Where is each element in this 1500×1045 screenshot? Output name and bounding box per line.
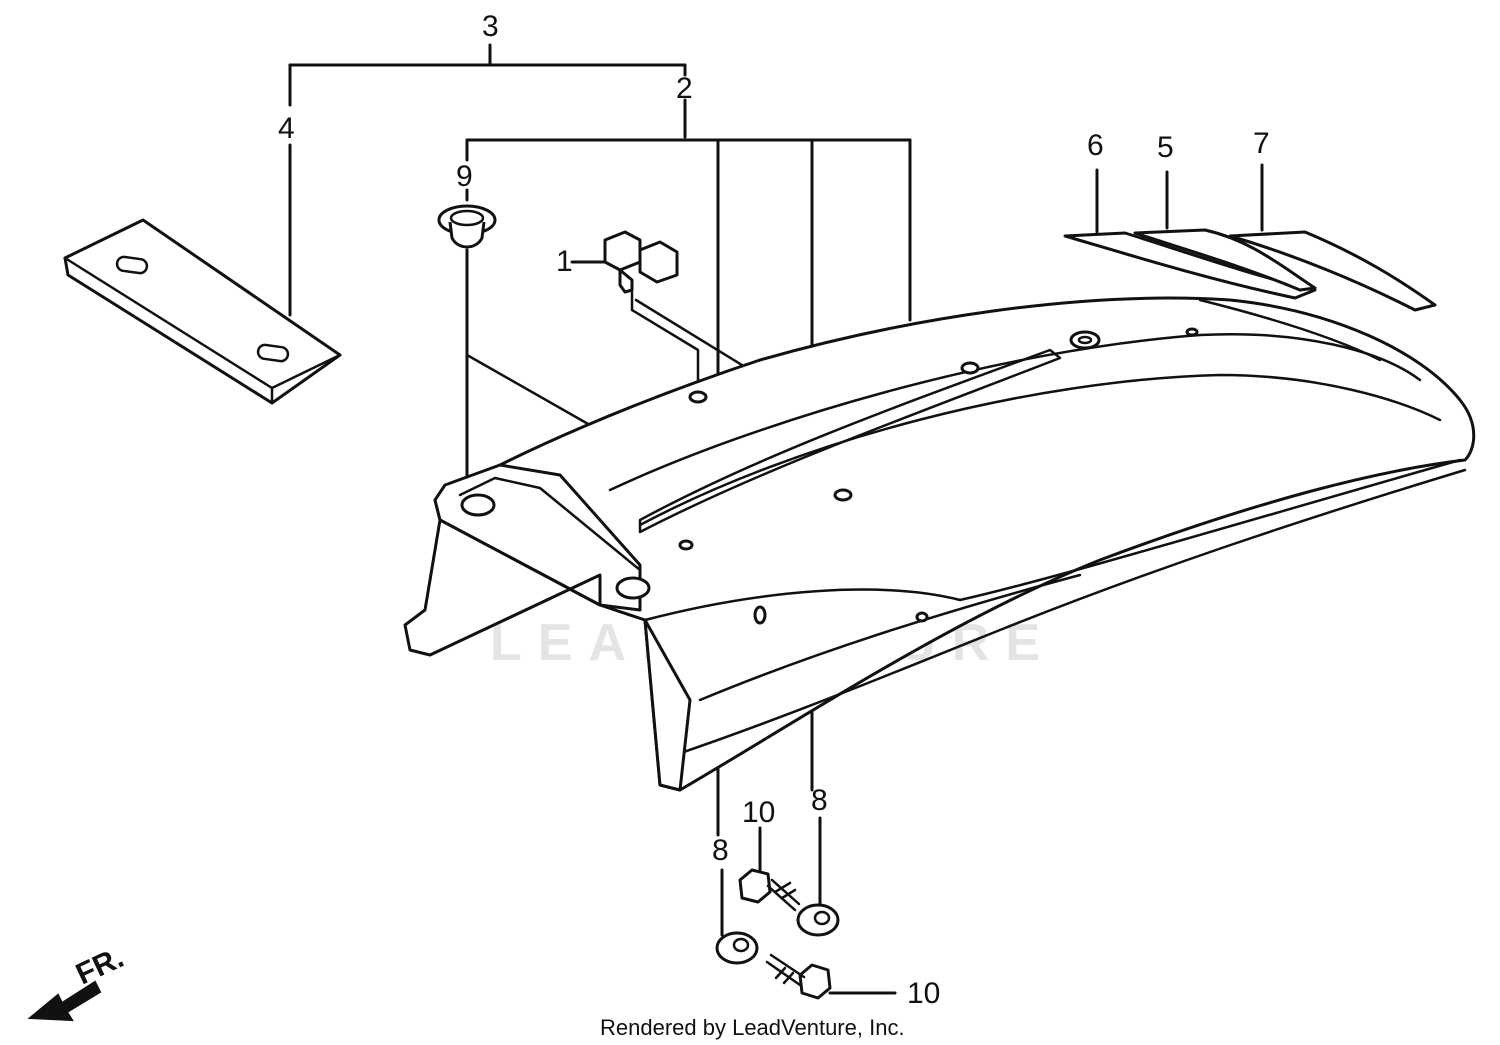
callout-6: 6	[1087, 129, 1104, 162]
callout-3: 3	[482, 10, 499, 43]
callout-2: 2	[676, 72, 693, 105]
clip-part-1	[570, 230, 845, 494]
callout-1: 1	[556, 245, 573, 278]
callout-4: 4	[278, 112, 295, 145]
decal-stripes	[1063, 163, 1437, 312]
plate-part-4	[63, 218, 342, 405]
callout-bracket-3	[288, 43, 687, 317]
callout-9: 9	[456, 160, 473, 193]
rear-fender	[403, 296, 1476, 792]
callout-10-upper: 10	[742, 796, 775, 829]
callout-10-lower: 10	[907, 977, 940, 1010]
callout-7: 7	[1253, 127, 1270, 160]
front-direction-arrow: FR.	[27, 941, 129, 1022]
callout-8-upper: 8	[811, 784, 828, 817]
hardware	[715, 816, 897, 1000]
grommet-part-9	[437, 188, 497, 482]
footer-credit: Rendered by LeadVenture, Inc.	[600, 1015, 905, 1040]
callout-8-lower: 8	[712, 834, 729, 867]
direction-label: FR.	[71, 941, 129, 991]
callout-labels: 1 2 3 4 5 6 7 8 8 9 10 10	[278, 10, 1270, 1010]
callout-5: 5	[1157, 131, 1174, 164]
